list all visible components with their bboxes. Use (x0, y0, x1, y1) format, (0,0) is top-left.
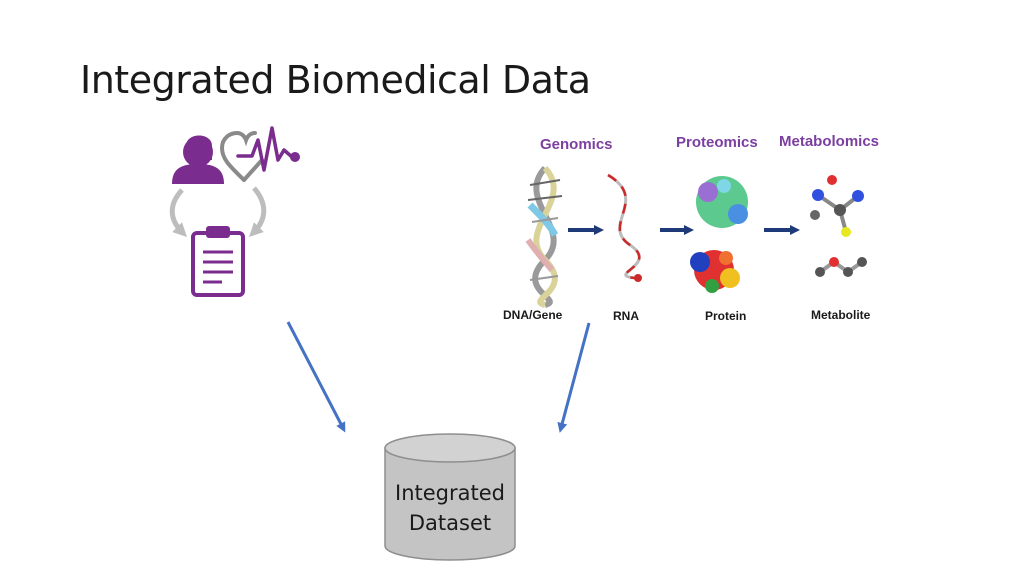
dataset-label-line2: Dataset (408, 511, 492, 535)
heading-metabolomics: Metabolomics (779, 133, 880, 150)
dataset-label-line1: Integrated (395, 481, 505, 505)
label-metabolite: Metabolite (811, 308, 871, 322)
heading-proteomics: Proteomics (676, 134, 758, 151)
arrow-clinical-to-dataset (286, 321, 346, 433)
arrow-omics-to-dataset (557, 322, 591, 433)
label-rna: RNA (613, 309, 639, 323)
dataset-label: Integrated Dataset (385, 478, 515, 538)
heartbeat-icon (219, 126, 300, 182)
label-dna-gene: DNA/Gene (503, 308, 563, 322)
slide-title: Integrated Biomedical Data (80, 58, 591, 102)
dataset-cylinder (384, 433, 516, 561)
label-protein: Protein (705, 309, 747, 323)
curved-arrow-left (169, 188, 187, 237)
dna-helix-icon (525, 165, 563, 308)
heading-genomics: Genomics (540, 136, 613, 153)
clipboard-icon (191, 226, 245, 297)
molecule-icon (810, 175, 864, 237)
patient-icon (172, 135, 224, 184)
metabolite-molecule-icon (815, 257, 867, 277)
protein-icon (690, 176, 748, 293)
rna-strand-icon (607, 173, 642, 282)
curved-arrow-right (249, 186, 267, 237)
